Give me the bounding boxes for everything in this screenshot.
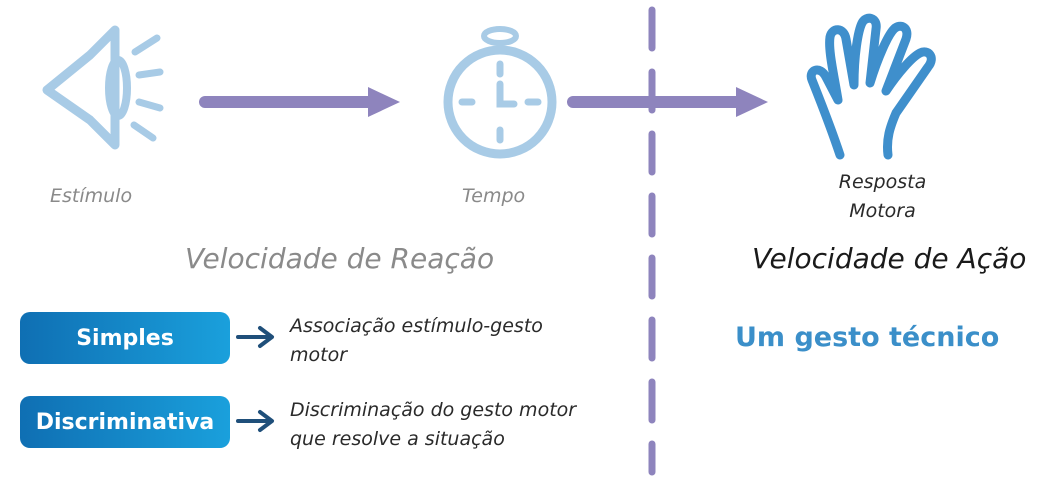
discriminative-reaction-desc: Discriminação do gesto motor que resolve…	[290, 396, 576, 454]
discriminative-desc-line1: Discriminação do gesto motor	[290, 399, 577, 421]
simple-desc-line1: Associação estímulo-gesto	[290, 315, 543, 337]
simple-arrow-icon	[236, 326, 274, 348]
stopwatch-icon	[443, 26, 557, 159]
speaker-icon	[42, 25, 164, 150]
hand-icon	[806, 13, 936, 160]
reaction-speed-title: Velocidade de Reação	[185, 242, 495, 275]
arrow-stimulus-to-time	[199, 87, 400, 117]
simple-reaction-button[interactable]: Simples	[20, 312, 230, 364]
discriminative-desc-line2: que resolve a situação	[290, 428, 505, 450]
arrow-time-to-response	[567, 87, 768, 117]
response-label-line2: Motora	[849, 200, 916, 222]
section-divider	[648, 6, 656, 476]
action-speed-title: Velocidade de Ação	[752, 242, 1027, 275]
discriminative-reaction-button[interactable]: Discriminativa	[20, 396, 230, 448]
response-label-line1: Resposta	[838, 171, 927, 193]
discriminative-arrow-icon	[236, 410, 274, 432]
time-label: Tempo	[462, 185, 526, 207]
technical-gesture-headline: Um gesto técnico	[735, 322, 1000, 353]
stimulus-label: Estímulo	[50, 185, 133, 207]
simple-reaction-desc: Associação estímulo-gesto motor	[290, 312, 543, 370]
response-label: Resposta Motora	[820, 168, 945, 226]
simple-desc-line2: motor	[290, 344, 348, 366]
